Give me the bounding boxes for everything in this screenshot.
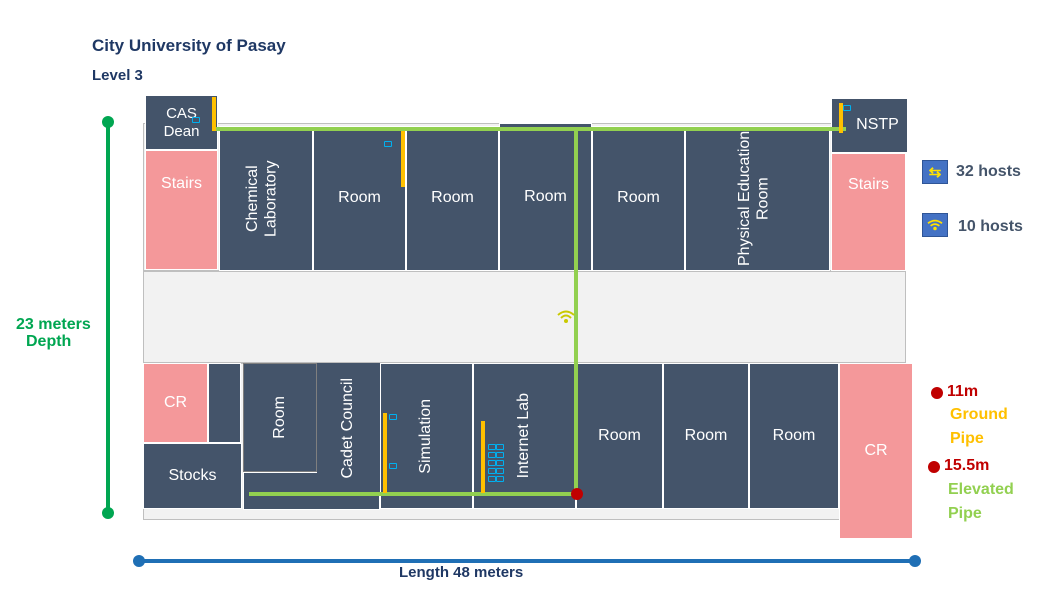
elevated-pipe-bottom (249, 492, 578, 496)
depth-line (106, 123, 110, 513)
computer-icon-lab-2 (496, 444, 504, 450)
ground-pipe-dot (931, 387, 943, 399)
computer-icon-room1 (384, 141, 392, 147)
room-stairs-right[interactable]: Stairs (831, 153, 906, 271)
hallway (143, 271, 906, 363)
computer-icon-simulation-2 (389, 463, 397, 469)
room-cr-right[interactable]: CR (839, 363, 913, 539)
room-bottom-vertical[interactable]: Room (243, 363, 317, 472)
depth-value: 23 meters (16, 316, 91, 333)
room-top-2[interactable]: Room (406, 126, 499, 271)
room-bottom-3[interactable]: Room (749, 363, 839, 509)
computer-icon-lab-6 (496, 460, 504, 466)
room-cadet-council[interactable]: Cadet Council (317, 363, 380, 493)
room-cr-left[interactable]: CR (143, 363, 208, 443)
ground-pipe-nstp (839, 103, 843, 133)
ground-pipe-label: Ground Pipe (950, 406, 1008, 447)
computer-icon-nstp (843, 105, 851, 111)
length-line (139, 559, 916, 563)
room-stairs-left[interactable]: Stairs (145, 150, 218, 270)
length-label: Length 48 meters (399, 564, 523, 581)
room-chemical-laboratory[interactable]: Chemical Laboratory (219, 126, 313, 271)
computer-icon-lab-1 (488, 444, 496, 450)
ground-pipe-cas (212, 97, 216, 131)
depth-label: Depth (26, 333, 72, 350)
elevated-pipe-label: Elevated Pipe (948, 481, 1014, 522)
room-physical-education[interactable]: Physical Education Room (685, 126, 830, 271)
length-endpoint-left (133, 555, 145, 567)
elevated-pipe-vertical (574, 127, 578, 495)
room-top-1[interactable]: Room (313, 126, 406, 271)
computer-icon-lab-9 (488, 476, 496, 482)
computer-icon-lab-4 (496, 452, 504, 458)
arrows-switch-icon: ⇆ (922, 160, 948, 184)
room-stocks[interactable]: Stocks (143, 443, 242, 509)
wifi-legend-icon (922, 213, 948, 237)
room-top-3[interactable]: Room (499, 123, 592, 271)
computer-icon-lab-5 (488, 460, 496, 466)
room-bottom-2[interactable]: Room (663, 363, 749, 509)
page-title: City University of Pasay (92, 36, 286, 55)
room-top-4[interactable]: Room (592, 126, 685, 271)
length-endpoint-right (909, 555, 921, 567)
length-value: 48 meters (453, 564, 524, 581)
switch-hosts-label: 32 hosts (956, 163, 1021, 180)
elevated-pipe-length: 15.5m (944, 457, 990, 474)
room-cas-dean[interactable]: CAS Dean (145, 95, 218, 150)
ground-pipe-room1 (401, 131, 405, 187)
room-internet-lab[interactable]: Internet Lab (473, 363, 576, 509)
computer-icon-lab-3 (488, 452, 496, 458)
computer-icon-lab-10 (496, 476, 504, 482)
wifi-icon (557, 310, 575, 323)
length-label-text: Length (399, 564, 449, 581)
computer-icon-lab-7 (488, 468, 496, 474)
elevated-pipe-dot (928, 461, 940, 473)
computer-icon-cas (192, 117, 200, 123)
elevated-pipe-top (212, 127, 846, 131)
ground-pipe-internet-lab (481, 421, 485, 493)
level-label: Level 3 (92, 67, 143, 84)
depth-endpoint-top (102, 116, 114, 128)
computer-icon-lab-8 (496, 468, 504, 474)
room-cr-left-side (208, 363, 241, 443)
pipe-junction-dot (571, 488, 583, 500)
ground-pipe-simulation (383, 413, 387, 493)
depth-endpoint-bottom (102, 507, 114, 519)
room-simulation[interactable]: Simulation (380, 363, 473, 509)
computer-icon-simulation-1 (389, 414, 397, 420)
room-bottom-1[interactable]: Room (576, 363, 663, 509)
ground-pipe-length: 11m (947, 383, 979, 400)
wifi-hosts-label: 10 hosts (958, 218, 1023, 235)
